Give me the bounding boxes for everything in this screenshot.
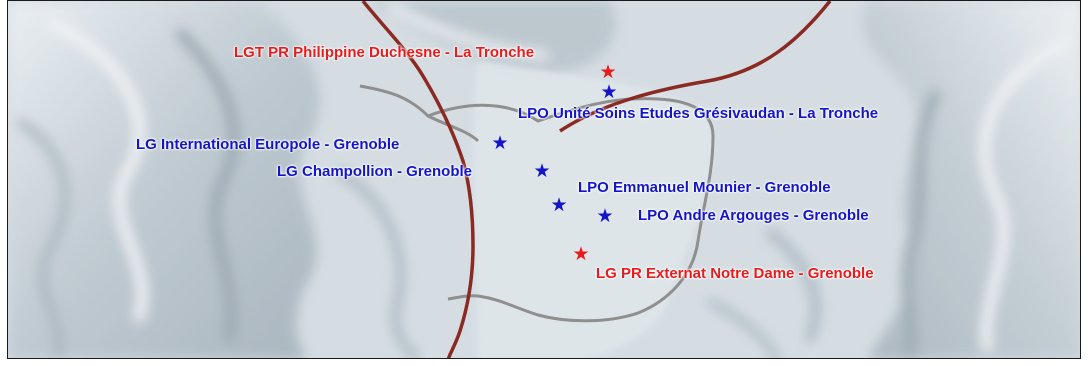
map-frame: LGT PR Philippine Duchesne - La Tronche … xyxy=(7,0,1081,359)
relief-left xyxy=(8,1,422,358)
school-label-notre-dame[interactable]: LG PR Externat Notre Dame - Grenoble xyxy=(596,265,874,282)
motorway-east xyxy=(559,1,832,133)
star-icon[interactable]: ★ xyxy=(572,243,590,265)
terrain-map xyxy=(8,1,1080,358)
motorway-west xyxy=(361,1,475,358)
valley-floor xyxy=(473,61,714,358)
school-label-europole[interactable]: LG International Europole - Grenoble xyxy=(136,136,400,153)
ring-road xyxy=(359,84,715,323)
school-label-mounier[interactable]: LPO Emmanuel Mounier - Grenoble xyxy=(578,179,831,196)
star-icon[interactable]: ★ xyxy=(533,160,551,182)
school-label-argouges[interactable]: LPO Andre Argouges - Grenoble xyxy=(638,207,869,224)
star-icon[interactable]: ★ xyxy=(600,81,618,103)
star-icon[interactable]: ★ xyxy=(491,132,509,154)
relief-top xyxy=(368,1,616,74)
school-label-philippine-duchesne[interactable]: LGT PR Philippine Duchesne - La Tronche xyxy=(234,44,535,61)
school-label-champollion[interactable]: LG Champollion - Grenoble xyxy=(277,163,472,180)
school-label-gresivaudan[interactable]: LPO Unité Soins Etudes Grésivaudan - La … xyxy=(518,105,879,122)
star-icon[interactable]: ★ xyxy=(596,205,614,227)
ring-road-spur xyxy=(427,114,480,143)
relief-right xyxy=(706,1,1080,358)
star-icon[interactable]: ★ xyxy=(550,194,568,216)
star-icon[interactable]: ★ xyxy=(599,61,617,83)
